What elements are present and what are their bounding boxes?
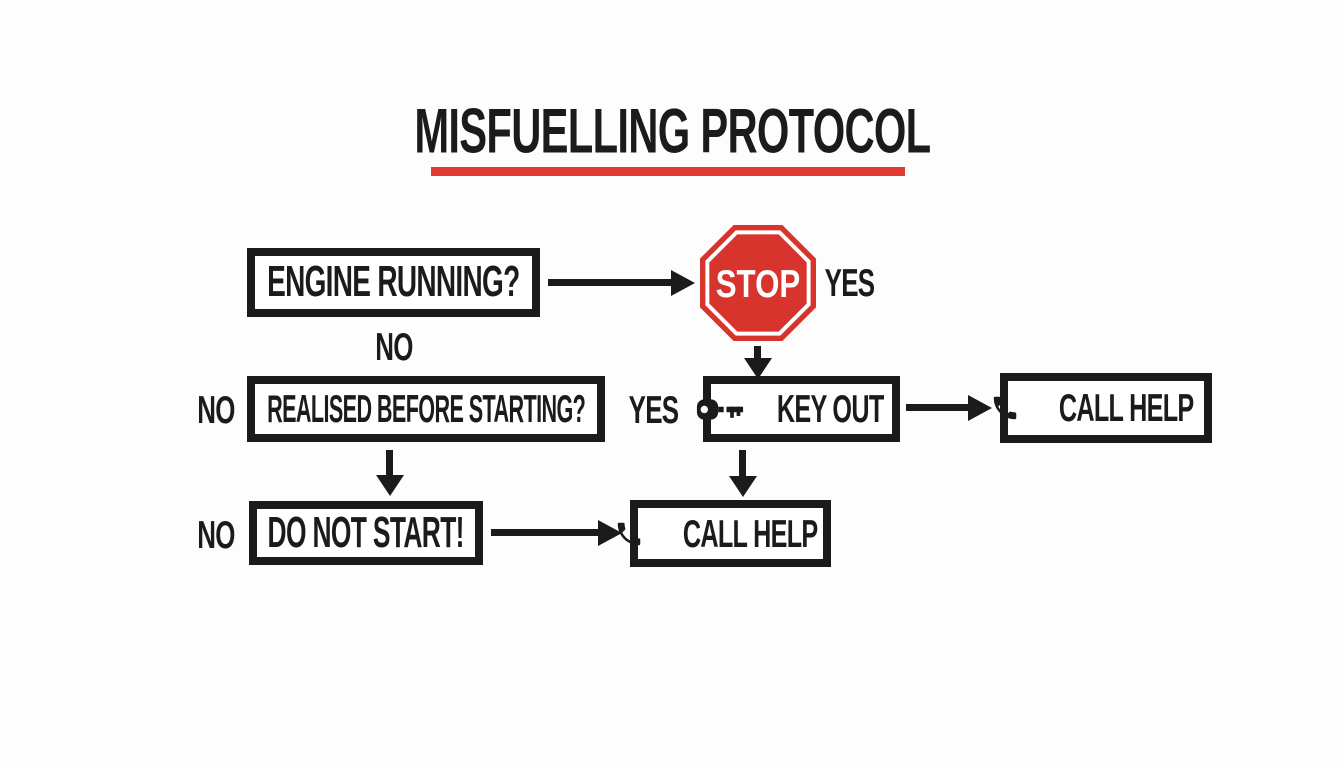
key-icon <box>697 398 744 420</box>
node-call-help-top-label: CALL HELP <box>1058 385 1194 430</box>
edge-label-engine-yes: YES <box>825 260 875 305</box>
stop-sign-label: STOP <box>716 262 801 306</box>
node-engine-running-label: ENGINE RUNNING? <box>267 258 520 306</box>
edge-label-do-not-start-no: NO <box>197 512 235 557</box>
stop-sign-icon: STOP <box>699 224 817 342</box>
node-key-out: KEY OUT <box>697 376 900 442</box>
phone-icon <box>618 522 641 545</box>
node-do-not-start-label: DO NOT START! <box>267 508 465 557</box>
arrow-keyout-to-callhelp-bottom <box>739 450 746 476</box>
arrow-donotstart-to-callhelp <box>491 529 598 536</box>
node-call-help-bottom-label: CALL HELP <box>683 510 818 556</box>
title-underline <box>431 167 905 176</box>
page-title: MISFUELLING PROTOCOL <box>0 96 1344 167</box>
edge-label-realised-no: NO <box>197 387 235 432</box>
arrow-engine-to-stop <box>548 279 671 286</box>
node-realised-before-starting: REALISED BEFORE STARTING? <box>247 376 605 442</box>
node-call-help-bottom: CALL HELP <box>618 500 831 567</box>
node-call-help-top: CALL HELP <box>993 373 1212 443</box>
node-realised-label: REALISED BEFORE STARTING? <box>266 386 586 431</box>
arrow-realised-to-donotstart <box>386 450 393 475</box>
edge-label-engine-no: NO <box>375 324 413 369</box>
phone-icon <box>993 396 1017 420</box>
node-key-out-label: KEY OUT <box>777 386 884 431</box>
arrow-stop-to-keyout <box>754 346 761 358</box>
node-do-not-start: DO NOT START! <box>249 501 483 565</box>
page-title-text: MISFUELLING PROTOCOL <box>413 96 931 167</box>
node-engine-running: ENGINE RUNNING? <box>247 248 540 317</box>
edge-label-realised-yes: YES <box>629 387 679 432</box>
arrow-keyout-to-callhelp <box>906 404 968 411</box>
